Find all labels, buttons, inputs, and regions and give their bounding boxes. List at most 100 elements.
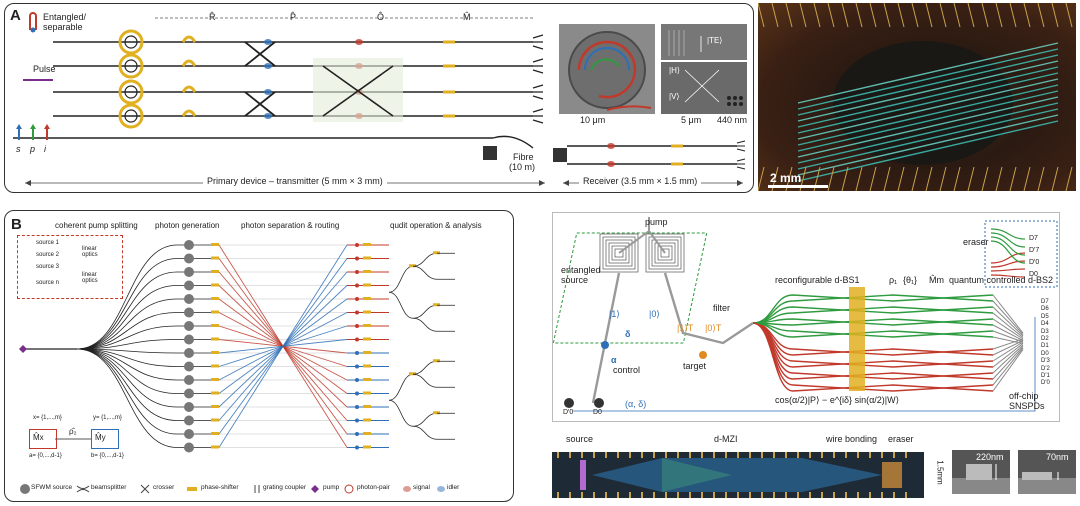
- spi-i: i: [44, 144, 46, 154]
- photon-marker: [355, 391, 359, 396]
- photon-marker: [355, 297, 359, 301]
- ring-inner: [124, 59, 138, 73]
- waveguide: [412, 304, 438, 319]
- ring-scale: 10 μm: [580, 115, 606, 125]
- detector-top-1: D'7: [1029, 247, 1040, 254]
- waveguide: [76, 348, 217, 381]
- legend-pump: pump: [323, 484, 340, 491]
- ket-0t: |0⟩T: [705, 323, 722, 333]
- photon-marker: [355, 378, 359, 382]
- waveguide: [76, 285, 217, 350]
- photon-marker: [264, 89, 272, 95]
- photo-waveguide: [797, 48, 1059, 110]
- detector-right-label: D'0: [1041, 380, 1050, 387]
- output-waveguide: [992, 344, 1024, 374]
- receiver-label: Receiver (3.5 mm × 1.5 mm): [579, 176, 702, 186]
- phase-shifter: [433, 303, 440, 307]
- bond-wire: [758, 166, 765, 191]
- photo-waveguide: [797, 102, 1059, 164]
- bond-wire: [897, 3, 905, 28]
- spiral-source: [611, 245, 627, 261]
- photon-marker: [355, 445, 359, 450]
- phase-shifter: [211, 337, 219, 341]
- photon-marker: [355, 310, 359, 315]
- grating-coupler: [736, 140, 746, 152]
- bond-wire: [939, 3, 947, 28]
- routed-waveguide: [218, 244, 348, 448]
- photon-marker: [264, 63, 272, 69]
- bond-wire: [758, 3, 765, 28]
- formula-my: M̂y: [95, 433, 106, 442]
- phase-shifter: [181, 59, 197, 67]
- waveguide: [388, 291, 414, 319]
- red-waveguide: [752, 322, 994, 356]
- bond-wire: [967, 3, 975, 28]
- waveguide: [76, 298, 217, 350]
- phase-shifter: [363, 270, 371, 273]
- photon-marker: [355, 256, 359, 261]
- bond-wire: [841, 166, 849, 191]
- sfwm-source: [184, 361, 194, 372]
- photon-marker: [355, 405, 359, 409]
- spiral-source: [654, 242, 676, 264]
- formula-a: a= {0,...,d-1}: [29, 453, 62, 459]
- detector-right-label: D5: [1041, 313, 1049, 320]
- sem-220-image: [952, 450, 1010, 494]
- bond-wire: [883, 166, 891, 191]
- photon-marker: [264, 113, 272, 119]
- spiral-source: [608, 242, 630, 264]
- detector-top-3: D0: [1029, 271, 1038, 278]
- spiral-source: [660, 248, 670, 258]
- waveguide: [388, 373, 414, 401]
- grating-coupler: [736, 158, 746, 170]
- chip-dark-region: [833, 41, 1013, 165]
- sfwm-source: [184, 334, 194, 345]
- bond-wire: [953, 3, 961, 28]
- bond-wire: [911, 166, 919, 191]
- alpha-label: α: [611, 355, 617, 365]
- detector-right-label: D2: [1041, 336, 1049, 343]
- legend-crosser: crosser: [153, 484, 175, 491]
- phase-shifter: [211, 310, 219, 314]
- photon-marker: [355, 337, 359, 342]
- photo-waveguide: [797, 108, 1059, 170]
- bond-wire: [785, 3, 793, 28]
- eraser-label: eraser: [963, 237, 989, 247]
- photo-waveguide: [797, 114, 1059, 176]
- spiral-source: [651, 239, 679, 267]
- stage-m: M̂: [463, 12, 471, 22]
- phase-shifter: [363, 445, 371, 449]
- bond-wire: [1009, 166, 1017, 191]
- formula-y: y= {1,...,m}: [93, 415, 122, 421]
- legend-entangled: Entangled/: [43, 12, 87, 22]
- waveguide: [412, 360, 438, 375]
- phase-shifter: [363, 256, 371, 260]
- phase-shifter: [211, 418, 219, 422]
- sfwm-source: [184, 402, 194, 412]
- phase-shifter: [211, 391, 219, 395]
- eraser-red: [990, 252, 1026, 264]
- photo-waveguide: [797, 120, 1059, 182]
- ring-resonator: [118, 29, 144, 55]
- sfwm-source: [184, 307, 194, 318]
- phase-shifter: [433, 411, 440, 415]
- output-waveguide: [992, 294, 1024, 334]
- legend-separable: separable: [43, 22, 83, 32]
- photon-marker: [607, 143, 615, 149]
- detector-top-0: D7: [1029, 235, 1038, 242]
- spiral-source: [602, 236, 636, 270]
- output-waveguide: [992, 324, 1024, 341]
- phase-shifter: [211, 256, 219, 260]
- output-waveguide: [992, 300, 1024, 335]
- output-waveguide: [992, 318, 1024, 340]
- detector: [564, 398, 574, 408]
- primary-device-label: Primary device – transmitter (5 mm × 3 m…: [203, 176, 387, 186]
- filter-label: filter: [713, 303, 731, 313]
- photon-marker: [355, 364, 359, 369]
- spiral-source: [648, 236, 682, 270]
- photon-marker: [355, 39, 363, 45]
- crosser: [322, 65, 394, 117]
- red-waveguide: [752, 322, 994, 392]
- chip-coupler: [553, 148, 567, 162]
- formula-label: cos(α/2)|P⟩ − e^{iδ} sin(α/2)|W⟩: [775, 395, 900, 405]
